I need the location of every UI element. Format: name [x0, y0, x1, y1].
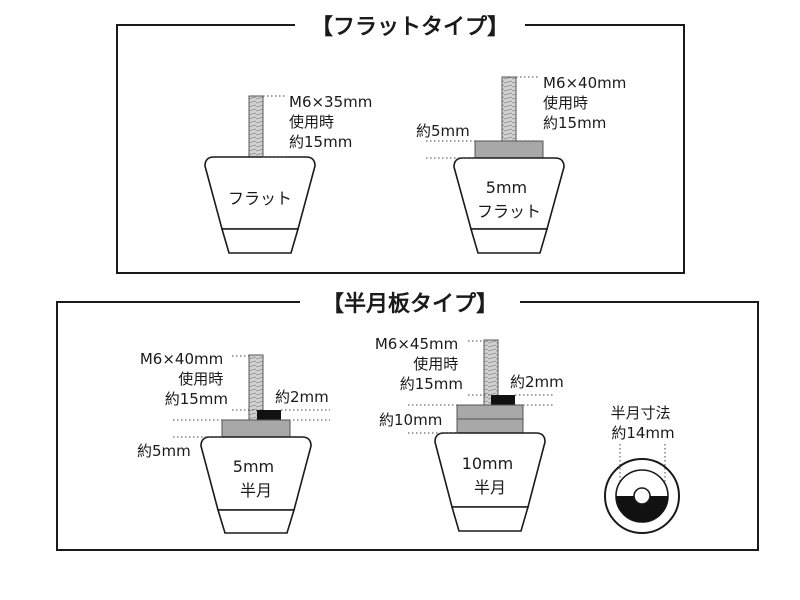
foot-label: 10mm 半月	[462, 454, 519, 497]
foot-label: フラット	[228, 189, 292, 208]
spacer-icon	[221, 419, 291, 438]
bolt-icon	[248, 95, 264, 159]
foot-body-icon	[434, 432, 546, 508]
flat-type-frame	[116, 24, 685, 274]
half-moon-dimension: 半月寸法 約14mm	[604, 404, 680, 534]
half-moon-type-title: 【半月板タイプ】	[322, 292, 498, 317]
foot-body-icon	[204, 156, 316, 230]
washer-size-label: 約2mm	[510, 373, 564, 391]
half-moon-fill-icon	[616, 496, 668, 522]
spacer-icon	[456, 404, 524, 420]
flat-type-title: 【フラットタイプ】	[311, 15, 509, 40]
bolt-spec-label: M6×40mm 使用時 約15mm	[543, 74, 631, 132]
half-moon-10mm-item: M6×45mm 使用時 約15mm 約2mm 約10mm 10mm 半月	[375, 335, 564, 532]
washer-icon	[491, 395, 515, 405]
bolt-spec-label: M6×45mm 使用時 約15mm	[375, 335, 463, 393]
half-moon-dimension-label: 半月寸法 約14mm	[611, 404, 676, 442]
foot-base-icon	[220, 228, 300, 254]
spacer-icon	[456, 418, 524, 434]
half-moon-type-section: 【半月板タイプ】 M6×40mm 使用時 約15mm 約2mm 約5mm 5mm	[56, 285, 759, 551]
half-moon-hole-icon	[633, 487, 651, 505]
spacer-size-label: 約5mm	[137, 442, 191, 460]
foot-body-icon	[200, 436, 312, 511]
foot-label: 5mm 半月	[233, 457, 279, 500]
foot-body-icon	[453, 157, 565, 230]
spacer-size-label: 約5mm	[416, 122, 470, 140]
foot-base-icon	[469, 228, 549, 254]
spacer-size-label: 約10mm	[379, 411, 442, 429]
foot-label: 5mm フラット	[477, 178, 541, 221]
bolt-spec-label: M6×35mm 使用時 約15mm	[289, 93, 377, 151]
spacer-icon	[474, 140, 544, 159]
washer-size-label: 約2mm	[275, 388, 329, 406]
flat-type-section: 【フラットタイプ】 フラット M6×35mm 使用時 約15mm	[116, 8, 685, 274]
flat-5mm-foot-item: 約5mm 5mm フラット M6×40mm 使用時 約15mm	[416, 74, 631, 254]
bolt-icon	[501, 76, 517, 143]
flat-foot-item: フラット M6×35mm 使用時 約15mm	[204, 93, 377, 254]
bolt-spec-label: M6×40mm 使用時 約15mm	[140, 350, 228, 408]
foot-base-icon	[450, 506, 530, 532]
foot-base-icon	[216, 509, 296, 534]
half-moon-5mm-item: M6×40mm 使用時 約15mm 約2mm 約5mm 5mm 半月	[137, 350, 330, 534]
washer-icon	[257, 410, 281, 420]
